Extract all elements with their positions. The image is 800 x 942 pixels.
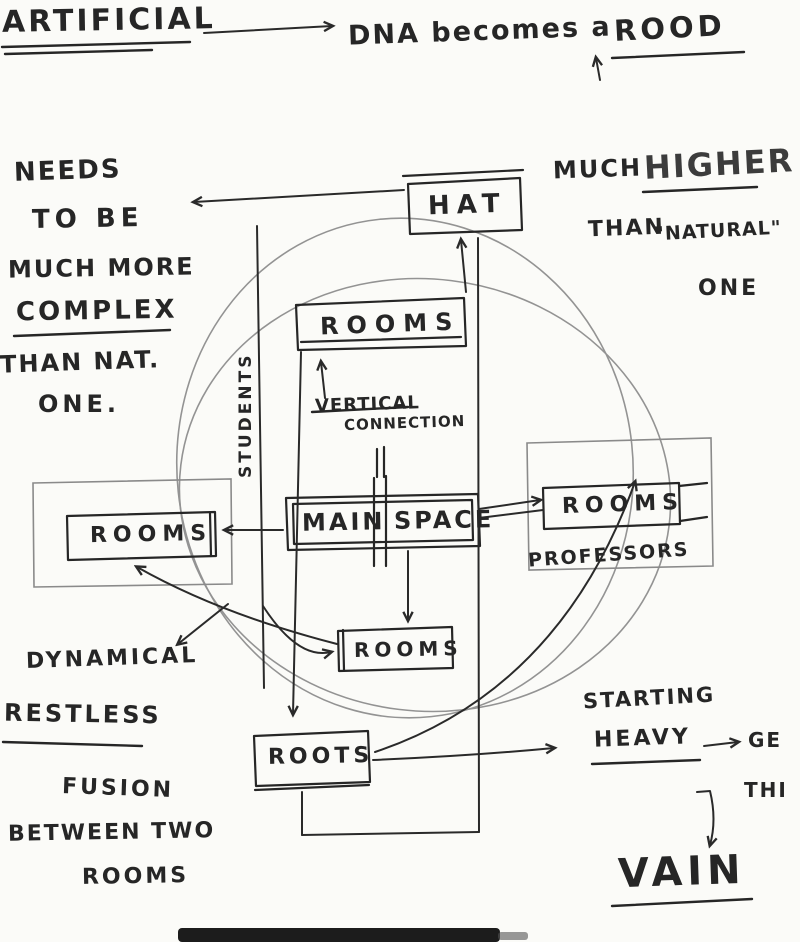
node-roots-label: ROOTS: [267, 743, 374, 770]
arrow-dynamical: [178, 603, 229, 644]
note-between-two: BETWEEN TWO: [7, 818, 216, 847]
left-note-line-much-more: MUCH MORE: [7, 252, 195, 284]
underline-heavy: [590, 758, 702, 766]
underline-higher: [641, 185, 759, 194]
rooms-bottom-box-double: [341, 628, 346, 672]
note-dynamical: DYNAMICAL: [25, 643, 199, 674]
underline-complex: [12, 328, 172, 338]
right-rooms-frame: [526, 437, 714, 571]
left-note-line-one: ONE.: [38, 390, 120, 418]
arrow-down-to-vain: [696, 790, 714, 845]
annotation-artificial: ARTIFICIAL: [1, 1, 217, 40]
line-students-left: [256, 225, 265, 689]
note-thin: THI: [744, 778, 788, 802]
rooms-left-box-double: [208, 511, 213, 558]
left-note-line-to-be: TO BE: [31, 203, 144, 235]
pencil-frames: [32, 437, 714, 588]
left-note-line-complex: COMPLEX: [15, 294, 178, 328]
note-get: GE: [748, 728, 783, 752]
arrow-students-down: [293, 351, 302, 714]
left-rooms-frame: [32, 478, 233, 588]
vertical-shaft: [372, 445, 388, 568]
underline-restless: [1, 740, 144, 748]
right-note-much: MUCH: [552, 153, 643, 185]
rooms-top-box-double: [299, 335, 463, 344]
right-note-one: ONE: [698, 276, 760, 301]
curve-to-rooms-left-corner: [137, 567, 338, 645]
rooms-top-box: [294, 296, 468, 352]
underlines: [0, 40, 759, 908]
rooms-right-ext-lines: [677, 481, 709, 523]
label-connection: CONNECTION: [343, 411, 466, 435]
left-note-line-than-nat: THAN NAT.: [0, 345, 161, 379]
roots-box: [252, 729, 372, 788]
line-bottom-horizontal: [301, 831, 480, 836]
curve-roots-to-rooms-right: [374, 482, 635, 753]
node-rooms-bottom-label: ROOMS: [353, 636, 463, 662]
right-note-higher: HIGHER: [643, 141, 796, 187]
note-fusion: FUSION: [61, 774, 175, 803]
node-space-label: SPACE: [393, 505, 495, 535]
node-rooms-right-label: ROOMS: [561, 489, 685, 520]
node-main-label: MAIN: [301, 507, 386, 537]
line-vertical-right: [477, 237, 480, 833]
label-vertical: VERTICAL: [314, 392, 421, 417]
arrow-heavy-right: [703, 742, 738, 746]
note-restless: RESTLESS: [3, 698, 162, 730]
rooms-bottom-box: [336, 625, 455, 673]
annotation-rood: ROOD: [613, 8, 727, 48]
underline-artificial: [0, 40, 192, 56]
node-boxes: [65, 168, 709, 792]
left-note-line-needs: NEEDS: [13, 154, 123, 188]
line-main-to-right-double: [478, 509, 544, 519]
scan-edge-bar: [178, 928, 500, 942]
note-heavy: HEAVY: [593, 724, 692, 753]
hat-box-topline: [401, 168, 525, 178]
underline-vertical: [310, 405, 410, 414]
note-vain: VAIN: [617, 846, 747, 898]
connectors: [137, 26, 738, 845]
rooms-left-box: [65, 510, 218, 562]
scan-edge-smudge: [498, 932, 528, 940]
arrow-under-rood: [596, 58, 600, 81]
main-space-box-inner: [291, 498, 475, 546]
note-rooms-bottom-left: ROOMS: [81, 863, 190, 890]
arrow-up-into-hat: [461, 240, 466, 293]
arrow-main-to-right: [478, 500, 540, 510]
main-space-box-outer: [284, 492, 482, 552]
curve-into-rooms-bottom: [262, 605, 331, 653]
arrow-roots-to-right: [372, 748, 554, 761]
arrow-hat-to-left: [194, 189, 405, 202]
node-rooms-left-label: ROOMS: [89, 520, 213, 549]
underline-vain: [610, 897, 754, 908]
arrow-title: [203, 26, 332, 34]
arrow-vertical-connection: [321, 362, 325, 399]
node-hat-label: HAT: [427, 188, 508, 222]
label-students: STUDENTS: [236, 352, 256, 478]
hat-box: [406, 176, 524, 236]
node-rooms-top-label: ROOMS: [319, 307, 461, 341]
roots-box-double: [253, 783, 371, 792]
underline-rood: [610, 50, 746, 60]
